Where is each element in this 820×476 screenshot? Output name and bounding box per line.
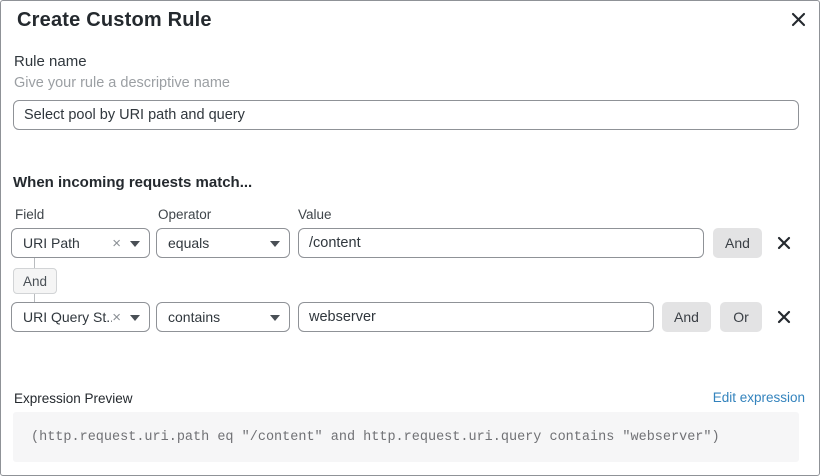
- or-button-row2[interactable]: Or: [720, 302, 762, 332]
- field-select-row2[interactable]: URI Query St... ×: [11, 302, 150, 332]
- remove-condition-icon[interactable]: [774, 302, 794, 332]
- operator-select-row2[interactable]: contains: [156, 302, 290, 332]
- chevron-down-icon: [130, 315, 140, 321]
- operator-select-row1[interactable]: equals: [156, 228, 290, 258]
- chevron-down-icon: [270, 241, 280, 247]
- rule-name-label: Rule name: [14, 53, 87, 70]
- value-input-row1[interactable]: [298, 228, 704, 258]
- value-input-row2[interactable]: [298, 302, 654, 332]
- operator-select-value: contains: [168, 309, 221, 325]
- and-button-row1[interactable]: And: [713, 228, 762, 258]
- connector-line: [34, 258, 35, 268]
- operator-select-value: equals: [168, 235, 210, 251]
- field-select-row1[interactable]: URI Path ×: [11, 228, 150, 258]
- edit-expression-link[interactable]: Edit expression: [712, 390, 805, 405]
- chevron-down-icon: [130, 241, 140, 247]
- chevron-down-icon: [270, 315, 280, 321]
- match-heading: When incoming requests match...: [13, 174, 253, 191]
- close-x-glyph: [791, 12, 805, 26]
- close-icon[interactable]: [788, 9, 808, 29]
- clear-icon[interactable]: ×: [112, 234, 121, 252]
- field-select-value: URI Query St...: [23, 309, 113, 325]
- connector-line: [34, 294, 35, 302]
- field-select-value: URI Path: [23, 235, 80, 251]
- rule-name-input[interactable]: [13, 100, 799, 130]
- and-connector-badge: And: [13, 268, 57, 294]
- expression-preview-label: Expression Preview: [14, 391, 133, 406]
- dialog-title: Create Custom Rule: [17, 9, 212, 31]
- remove-condition-icon[interactable]: [774, 228, 794, 258]
- expression-preview-block: (http.request.uri.path eq "/content" and…: [13, 412, 799, 462]
- clear-icon[interactable]: ×: [112, 308, 121, 326]
- remove-x-glyph: [777, 236, 791, 250]
- column-label-operator: Operator: [158, 207, 212, 222]
- remove-x-glyph: [777, 310, 791, 324]
- column-label-field: Field: [15, 207, 45, 222]
- column-label-value: Value: [298, 207, 332, 222]
- and-button-row2[interactable]: And: [662, 302, 711, 332]
- expression-code: (http.request.uri.path eq "/content" and…: [31, 429, 720, 445]
- rule-name-helper: Give your rule a descriptive name: [14, 75, 230, 91]
